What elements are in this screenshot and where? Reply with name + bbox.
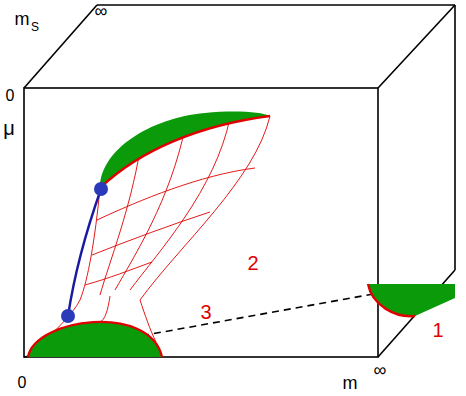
dashed-diagonal (24, 287, 412, 357)
critical-surface-mesh (48, 116, 270, 342)
tricritical-point (94, 182, 108, 196)
region-number: 3 (199, 302, 212, 322)
axis-label: μ (2, 118, 16, 138)
back-top-edge (97, 4, 455, 6)
mesh-line (92, 212, 210, 255)
axis-subscript: S (30, 21, 40, 33)
critical-line (368, 284, 415, 316)
axis-tick: 0 (5, 88, 16, 104)
region-number: 2 (246, 253, 259, 273)
mesh-line (97, 168, 255, 220)
mesh-line (85, 262, 152, 285)
tricritical-point (61, 309, 75, 323)
axis-tick: ∞ (373, 361, 388, 379)
ms-axis (24, 5, 97, 88)
axis-tick: ∞ (94, 2, 109, 20)
first-order-region (368, 284, 455, 316)
critical-line (100, 116, 270, 188)
critical-line (28, 322, 162, 357)
box-frame (24, 5, 455, 357)
tricritical-line (68, 189, 101, 316)
axis-label: m (14, 10, 31, 28)
mesh-line (100, 296, 110, 322)
front-face (24, 88, 378, 357)
top-right-edge (378, 5, 455, 88)
axis-tick: 0 (17, 375, 28, 391)
first-order-region (28, 322, 162, 357)
region-number: 1 (431, 320, 444, 340)
back-right-edge (454, 5, 456, 270)
axis-label: m (342, 374, 359, 392)
first-order-region (100, 112, 270, 188)
